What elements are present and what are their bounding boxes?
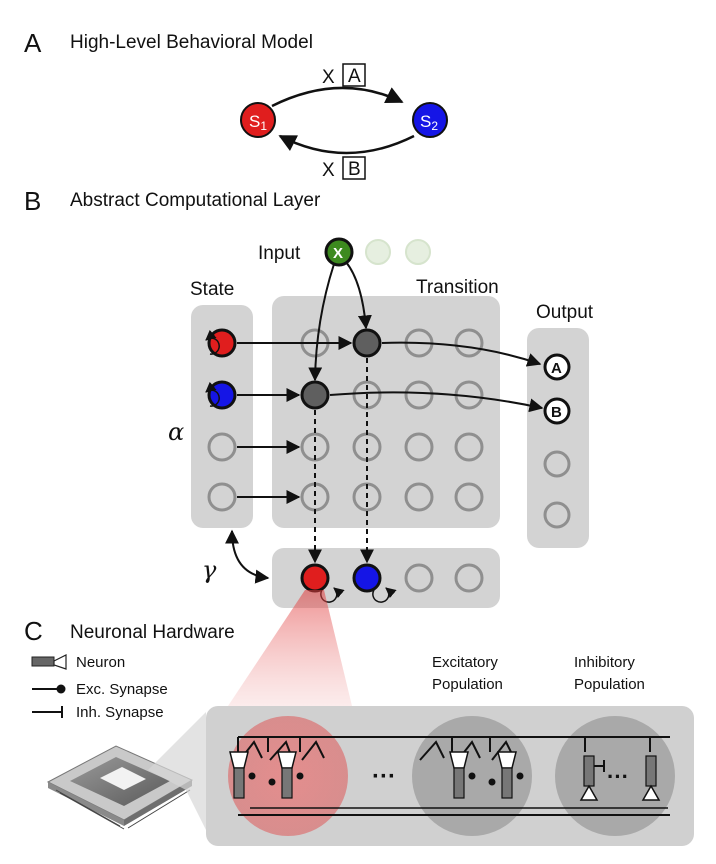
output-node-b-label: B	[551, 404, 562, 421]
input-node-x	[324, 237, 354, 267]
next-state-panel	[272, 548, 500, 608]
excitatory-population-neurons	[449, 751, 524, 799]
exc-synapse-icon	[296, 772, 304, 780]
transition-panel	[272, 296, 500, 528]
neuron-icon	[453, 767, 465, 799]
edge-top-prefix: X	[322, 67, 335, 88]
panel-a-letter: A	[24, 28, 42, 58]
neuron-legend-cone-icon	[53, 654, 67, 670]
output-node-a	[543, 353, 571, 381]
next-state-node-blue	[352, 563, 382, 593]
state-s2-label: S2	[420, 112, 438, 133]
panel-a-title: High-Level Behavioral Model	[70, 32, 313, 53]
transition-label: Transition	[416, 277, 499, 298]
exc-synapse-icon	[488, 778, 496, 786]
transition-node-empty	[404, 482, 434, 512]
state-node-red	[207, 328, 237, 358]
red-population-neurons	[229, 751, 304, 799]
neuron-icon	[233, 767, 245, 799]
excitatory-label-line1: Excitatory	[432, 654, 498, 671]
legend-inh: Inh. Synapse	[76, 704, 164, 721]
transition-node-empty	[454, 432, 484, 462]
transition-node-active	[352, 328, 382, 358]
neuron-icon	[645, 755, 657, 787]
edge-top-box	[342, 63, 366, 87]
next-state-node-empty	[454, 563, 484, 593]
inhibitory-label-line2: Population	[574, 676, 645, 693]
state-s1-node	[240, 102, 276, 138]
input-node-label: X	[333, 245, 343, 262]
connection-arrows	[225, 261, 544, 584]
transition-node-active	[300, 380, 330, 410]
ellipsis-inhibitory: ···	[607, 764, 629, 789]
inhibitory-label-line1: Inhibitory	[574, 654, 635, 671]
exc-synapse-legend-icon	[56, 684, 66, 694]
neuron-icon	[579, 784, 599, 801]
state-s1-label: S1	[249, 112, 267, 133]
legend-exc: Exc. Synapse	[76, 681, 168, 698]
edge-top-boxed-label: A	[348, 66, 361, 87]
transition-node-empty	[404, 432, 434, 462]
edge-bottom-prefix: X	[322, 160, 335, 181]
output-label: Output	[536, 302, 594, 323]
panel-b-title: Abstract Computational Layer	[70, 190, 321, 211]
next-state-node-empty	[404, 563, 434, 593]
inhibitory-population-neurons	[579, 755, 661, 801]
input-node-faded-1	[365, 239, 391, 265]
state-panel	[191, 305, 253, 528]
edge-s1-to-s2	[271, 86, 404, 108]
state-label: State	[190, 279, 234, 300]
output-node-empty	[543, 450, 571, 478]
transition-node-empty	[404, 380, 434, 410]
output-node-a-label: A	[551, 360, 562, 377]
neuron-icon	[641, 784, 661, 801]
alpha-label: α	[168, 418, 184, 446]
neuron-icon	[229, 751, 249, 769]
input-label: Input	[258, 243, 301, 264]
neuron-icon	[497, 751, 517, 769]
edge-bottom-boxed-label: B	[348, 159, 361, 180]
chip-zoom-wedge	[148, 712, 206, 830]
self-loop-blue	[205, 381, 220, 407]
panel-c-letter: C	[24, 616, 43, 646]
input-node-faded-2	[405, 239, 431, 265]
transition-node-empty	[454, 482, 484, 512]
output-node-empty	[543, 501, 571, 529]
self-loop-next-blue	[372, 587, 397, 603]
neuron-icon	[449, 751, 469, 769]
neuron-icon	[501, 767, 513, 799]
state-node-blue	[207, 380, 237, 410]
neuron-icon	[281, 767, 293, 799]
exc-synapse-icon	[268, 778, 276, 786]
panel-c-title: Neuronal Hardware	[70, 622, 235, 643]
excitatory-label-line2: Population	[432, 676, 503, 693]
transition-node-empty	[454, 328, 484, 358]
output-node-b	[543, 397, 571, 425]
legend-neuron: Neuron	[76, 654, 125, 671]
state-node-empty	[207, 482, 237, 512]
state-s2-node	[412, 102, 448, 138]
zoom-beam	[228, 590, 352, 706]
panel-a: A High-Level Behavioral Model S1 S2 X A …	[24, 28, 448, 181]
next-state-node-red	[300, 563, 330, 593]
edge-s2-to-s1	[278, 134, 415, 155]
edge-bottom-box	[342, 156, 366, 180]
panel-b: B Abstract Computational Layer State Tra…	[24, 186, 594, 608]
state-node-empty	[207, 432, 237, 462]
exc-synapse-icon	[248, 772, 256, 780]
neuron-icon	[277, 751, 297, 769]
gamma-label: γ	[202, 556, 217, 584]
output-panel	[527, 328, 589, 548]
self-loop-red	[205, 329, 220, 355]
neuron-icon	[583, 755, 595, 787]
neuron-legend-icon	[31, 656, 55, 667]
panel-c: C Neuronal Hardware Neuron Exc. Synapse …	[24, 590, 694, 846]
hardware-wiring	[237, 736, 670, 816]
hardware-legend: Neuron Exc. Synapse Inh. Synapse	[31, 654, 168, 721]
ellipsis-excitatory: ···	[372, 763, 396, 790]
panel-b-letter: B	[24, 186, 41, 216]
exc-synapse-icon	[516, 772, 524, 780]
exc-synapse-icon	[468, 772, 476, 780]
